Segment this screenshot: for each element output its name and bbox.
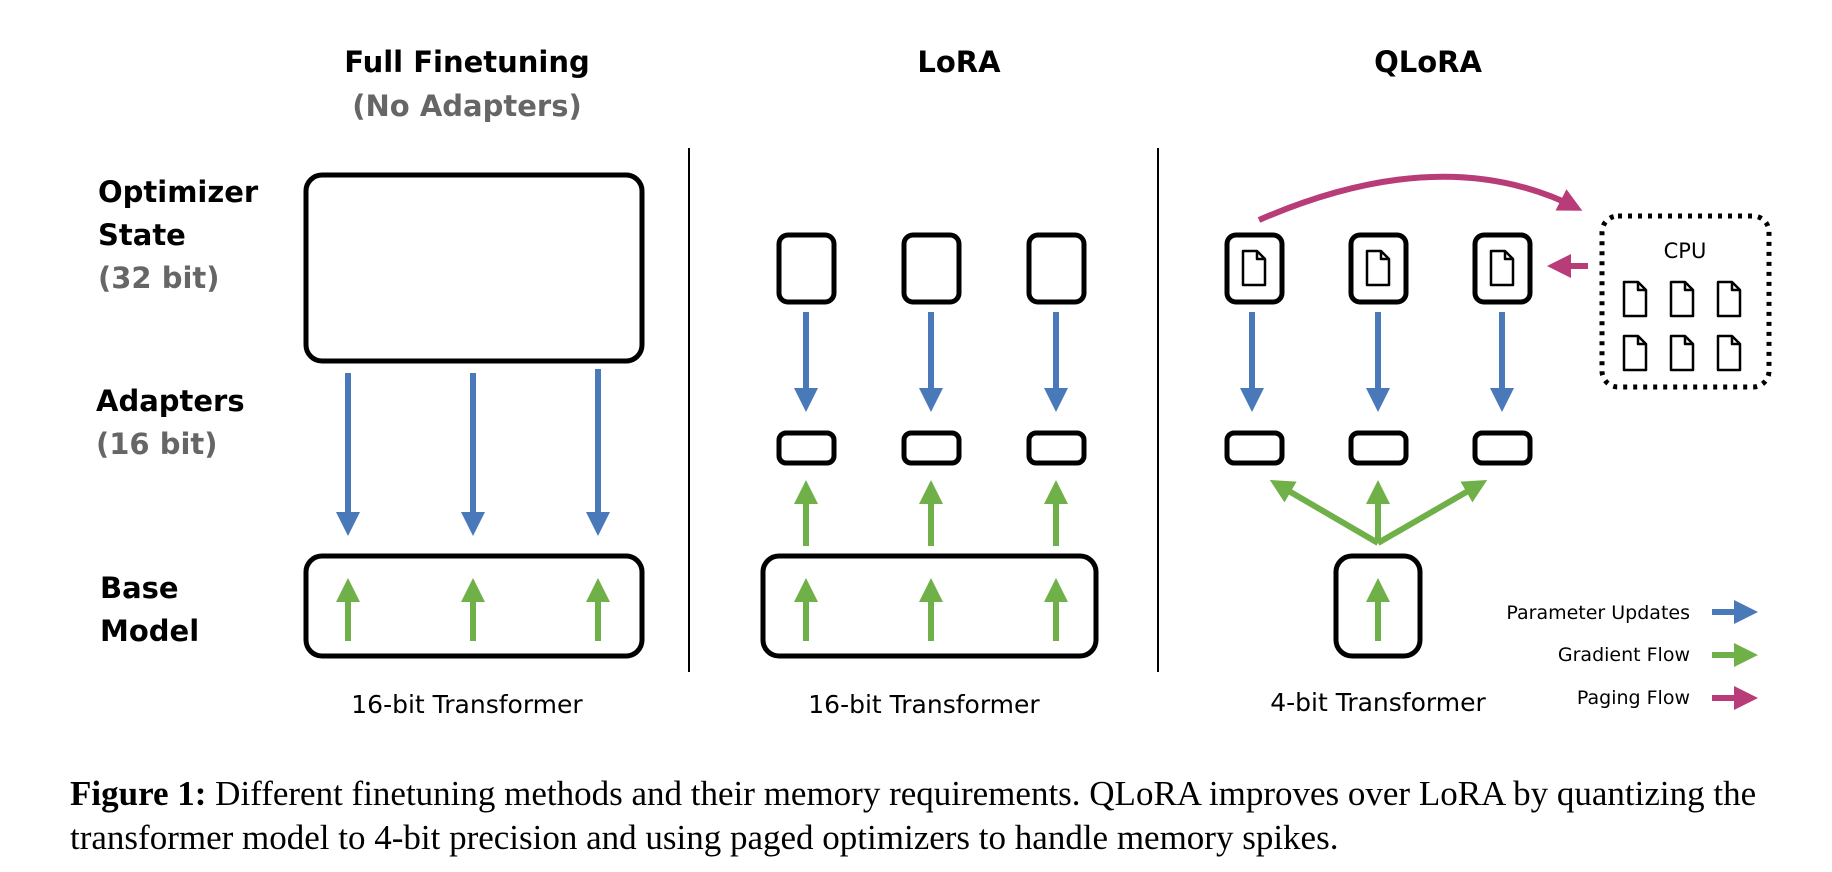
- legend: Parameter Updates Gradient Flow Paging F…: [1506, 600, 1758, 710]
- lora-optimizer-box-2: [901, 232, 962, 305]
- row-label-model: Model: [100, 614, 199, 648]
- lora-adapter-box-3: [1026, 430, 1087, 466]
- legend-label-paging-flow: Paging Flow: [1577, 687, 1690, 709]
- cpu-doc-icons: [1622, 280, 1742, 372]
- row-label-state: State: [98, 218, 186, 252]
- qlora-adapter-box-1: [1224, 430, 1285, 466]
- cpu-label: CPU: [1664, 239, 1707, 263]
- figure-caption-text: Different finetuning methods and their m…: [70, 774, 1757, 857]
- full-optimizer-box: [303, 172, 645, 364]
- cpu-doc-icon-2: [1669, 280, 1695, 318]
- qlora-grad-arrow-left: [1269, 479, 1380, 546]
- lora-adapter-box-2: [901, 430, 962, 466]
- full-base-model-box: [303, 553, 645, 659]
- qlora-adapter-box-3: [1472, 430, 1533, 466]
- qlora-base-model-box: [1333, 553, 1423, 659]
- qlora-optimizer-boxes: [1224, 232, 1533, 305]
- cpu-doc-icon-6: [1716, 334, 1742, 372]
- qlora-optimizer-box-3: [1472, 232, 1533, 305]
- title-lora: LoRA: [917, 45, 1001, 79]
- qlora-optimizer-doc-icon-2: [1365, 249, 1391, 287]
- cpu-doc-icon-5: [1669, 334, 1695, 372]
- title-qlora: QLoRA: [1374, 45, 1482, 79]
- lora-base-model-box: [760, 553, 1099, 659]
- lora-gradient-arrows-to-adapters: [794, 480, 1068, 546]
- qlora-optimizer-doc-icon-3: [1489, 249, 1515, 287]
- lora-adapter-boxes: [776, 430, 1087, 466]
- qlora-gradient-arrows: [1269, 479, 1488, 641]
- qlora-adapter-box-2: [1348, 430, 1409, 466]
- cpu-doc-icon-3: [1716, 280, 1742, 318]
- row-label-base: Base: [100, 571, 179, 605]
- lora-gradient-arrows-in-base: [794, 578, 1068, 641]
- full-parameter-update-arrows: [336, 369, 610, 536]
- figure-caption-label: Figure 1:: [70, 774, 207, 813]
- cpu-doc-icon-4: [1622, 334, 1648, 372]
- qlora-adapter-boxes: [1224, 430, 1533, 466]
- legend-label-gradient-flow: Gradient Flow: [1558, 644, 1690, 666]
- lora-optimizer-box-3: [1026, 232, 1087, 305]
- cpu-box: [1599, 213, 1772, 390]
- full-gradient-arrows: [336, 578, 610, 641]
- row-label-optimizer: Optimizer: [98, 175, 259, 209]
- lora-optimizer-boxes: [776, 232, 1087, 305]
- row-label-32bit: (32 bit): [98, 261, 220, 295]
- lora-adapter-box-1: [776, 430, 837, 466]
- qlora-optimizer-box-2: [1348, 232, 1409, 305]
- qlora-grad-arrow-right: [1376, 480, 1488, 546]
- qlora-optimizer-doc-icon-1: [1241, 249, 1267, 287]
- lora-optimizer-box-1: [776, 232, 837, 305]
- row-label-adapters: Adapters: [96, 384, 245, 418]
- figure-caption: Figure 1: Different finetuning methods a…: [70, 772, 1790, 860]
- title-full-finetuning: Full Finetuning: [344, 45, 590, 79]
- qlora-paging-arrow-to-cpu: [1257, 173, 1583, 223]
- subtitle-no-adapters: (No Adapters): [352, 89, 581, 123]
- qlora-optimizer-box-1: [1224, 232, 1285, 305]
- legend-label-parameter-updates: Parameter Updates: [1506, 602, 1690, 624]
- lora-parameter-update-arrows: [794, 312, 1068, 412]
- full-footer-label: 16-bit Transformer: [351, 690, 583, 719]
- lora-footer-label: 16-bit Transformer: [808, 690, 1040, 719]
- row-label-16bit: (16 bit): [96, 427, 218, 461]
- cpu-doc-icon-1: [1622, 280, 1648, 318]
- qlora-parameter-update-arrows: [1240, 312, 1514, 412]
- qlora-footer-label: 4-bit Transformer: [1270, 688, 1486, 717]
